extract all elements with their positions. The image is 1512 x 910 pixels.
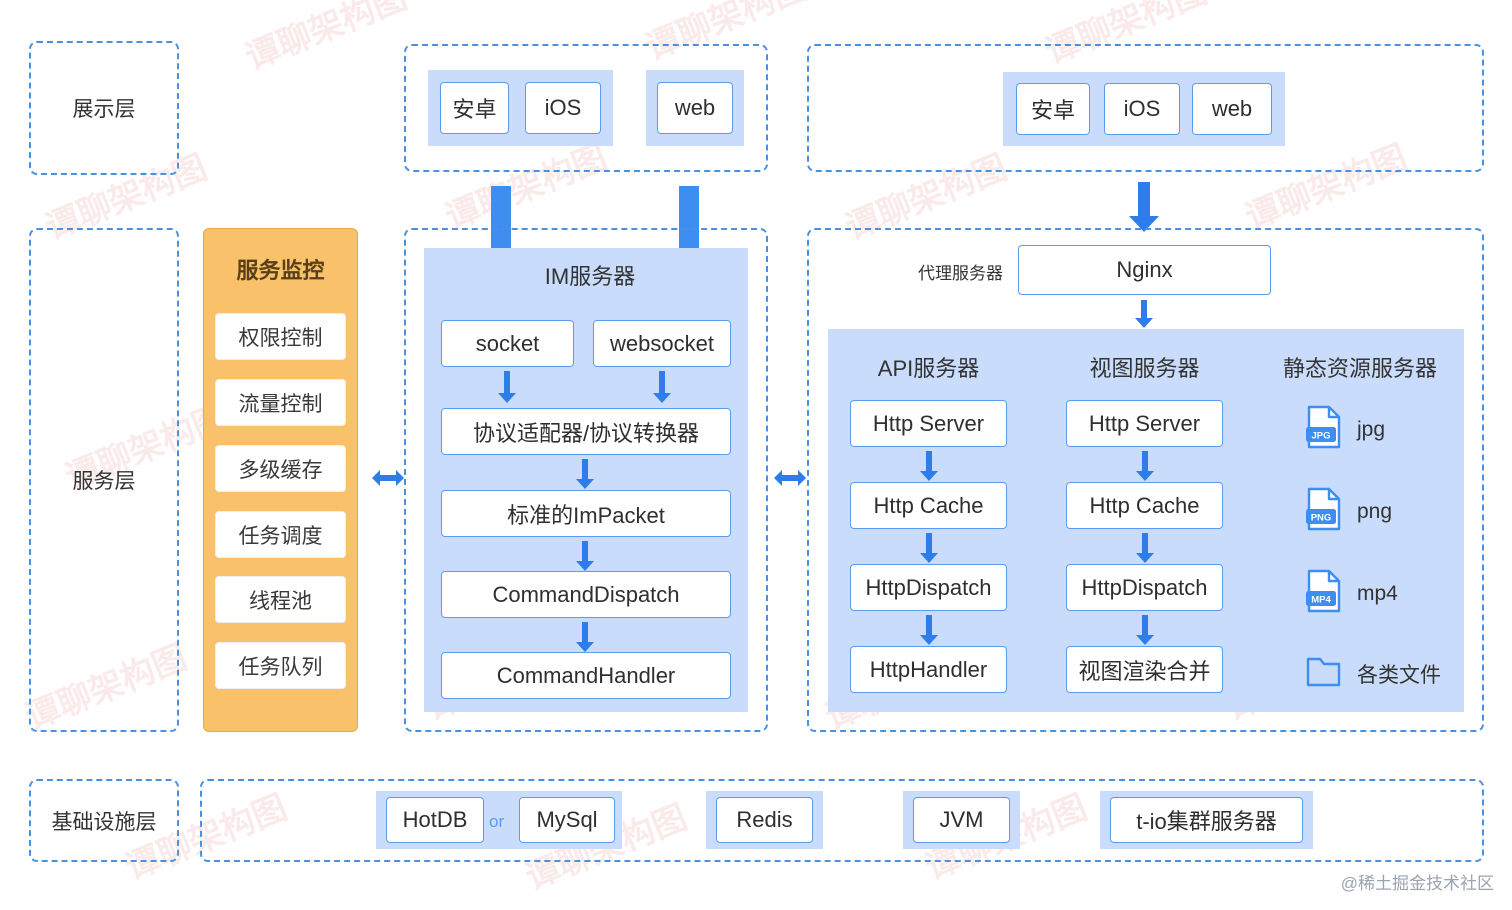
arrow-api-dispatch-to-handler <box>920 615 938 645</box>
im-server-title: IM服务器 <box>544 264 636 289</box>
static-file-folder[interactable]: 各类文件 <box>1305 651 1441 696</box>
arrow-impacket-to-dispatch <box>576 541 594 571</box>
arrow-view-server-to-cache <box>1136 451 1154 481</box>
arrow-adapter-to-impacket <box>576 459 594 489</box>
arrow-websocket-to-adapter <box>653 371 671 403</box>
infrastructure-layer-label: 基础设施层 <box>51 810 157 834</box>
db-or-label: or <box>489 812 505 831</box>
infra-jvm[interactable]: JVM <box>913 797 1010 843</box>
im-entry-websocket[interactable]: websocket <box>593 320 731 367</box>
client-android-right[interactable]: 安卓 <box>1016 83 1090 135</box>
proxy-server-label: 代理服务器 <box>918 263 1003 283</box>
arrow-nginx-to-servers <box>1135 300 1153 328</box>
client-ios-left[interactable]: iOS <box>525 82 601 134</box>
service-monitor-title: 服务监控 <box>236 258 325 283</box>
infra-mysql[interactable]: MySql <box>519 797 615 843</box>
view-http-cache[interactable]: Http Cache <box>1066 482 1223 529</box>
api-http-dispatch[interactable]: HttpDispatch <box>850 564 1007 611</box>
left-clients-container <box>404 44 768 172</box>
static-file-png[interactable]: PNG png <box>1305 487 1392 536</box>
watermark: 谭聊架构图 <box>240 0 413 78</box>
svg-text:MP4: MP4 <box>1311 595 1331 606</box>
monitor-item-permission[interactable]: 权限控制 <box>215 313 346 360</box>
infra-redis[interactable]: Redis <box>716 797 813 843</box>
presentation-layer-label-box: 展示层 <box>29 41 179 175</box>
api-server-title: API服务器 <box>877 356 980 381</box>
jpg-file-icon: JPG <box>1305 405 1343 454</box>
view-render-merge[interactable]: 视图渲染合并 <box>1066 646 1223 693</box>
api-http-handler[interactable]: HttpHandler <box>850 646 1007 693</box>
monitor-item-flow-control[interactable]: 流量控制 <box>215 379 346 426</box>
arrow-api-cache-to-dispatch <box>920 533 938 563</box>
monitor-item-multilevel-cache[interactable]: 多级缓存 <box>215 445 346 492</box>
client-ios-right[interactable]: iOS <box>1104 83 1180 135</box>
im-impacket[interactable]: 标准的ImPacket <box>441 490 731 537</box>
credit-watermark: @稀土掘金技术社区 <box>1340 874 1494 893</box>
im-protocol-adapter[interactable]: 协议适配器/协议转换器 <box>441 408 731 455</box>
static-server-title: 静态资源服务器 <box>1282 356 1437 381</box>
arrow-view-dispatch-to-render <box>1136 615 1154 645</box>
bidirectional-arrow-monitor-im <box>371 466 405 490</box>
static-file-folder-label: 各类文件 <box>1357 663 1441 687</box>
static-file-jpg-label: jpg <box>1357 417 1386 441</box>
im-server-container <box>404 228 768 732</box>
im-command-dispatch[interactable]: CommandDispatch <box>441 571 731 618</box>
service-layer-label-box: 服务层 <box>29 228 179 732</box>
api-http-cache[interactable]: Http Cache <box>850 482 1007 529</box>
static-file-jpg[interactable]: JPG jpg <box>1305 405 1385 454</box>
bidirectional-arrow-im-web <box>773 466 807 490</box>
arrow-view-cache-to-dispatch <box>1136 533 1154 563</box>
api-http-server[interactable]: Http Server <box>850 400 1007 447</box>
monitor-item-thread-pool[interactable]: 线程池 <box>215 576 346 623</box>
presentation-layer-label: 展示层 <box>72 98 136 121</box>
static-file-png-label: png <box>1357 499 1393 523</box>
arrow-socket-to-adapter <box>498 371 516 403</box>
view-http-dispatch[interactable]: HttpDispatch <box>1066 564 1223 611</box>
infra-hotdb[interactable]: HotDB <box>386 797 484 843</box>
infrastructure-layer-label-box: 基础设施层 <box>29 779 179 862</box>
right-clients-container <box>807 44 1484 172</box>
arrow-dispatch-to-handler <box>576 622 594 652</box>
nginx-box[interactable]: Nginx <box>1018 245 1271 295</box>
service-layer-label: 服务层 <box>72 470 136 493</box>
static-file-mp4-label: mp4 <box>1357 581 1398 605</box>
svg-text:PNG: PNG <box>1311 513 1332 524</box>
client-android-left[interactable]: 安卓 <box>440 82 509 134</box>
infra-tio-cluster[interactable]: t-io集群服务器 <box>1110 797 1303 843</box>
infrastructure-container <box>200 779 1484 862</box>
arrow-api-server-to-cache <box>920 451 938 481</box>
client-web-left[interactable]: web <box>657 82 733 134</box>
monitor-item-task-schedule[interactable]: 任务调度 <box>215 511 346 558</box>
client-web-right[interactable]: web <box>1192 83 1272 135</box>
folder-icon <box>1305 651 1343 696</box>
im-command-handler[interactable]: CommandHandler <box>441 652 731 699</box>
png-file-icon: PNG <box>1305 487 1343 536</box>
static-file-mp4[interactable]: MP4 mp4 <box>1305 569 1398 618</box>
view-server-title: 视图服务器 <box>1089 356 1200 381</box>
mp4-file-icon: MP4 <box>1305 569 1343 618</box>
monitor-item-task-queue[interactable]: 任务队列 <box>215 642 346 689</box>
view-http-server[interactable]: Http Server <box>1066 400 1223 447</box>
im-entry-socket[interactable]: socket <box>441 320 574 367</box>
web-server-container <box>807 228 1484 732</box>
svg-text:JPG: JPG <box>1311 431 1330 442</box>
arrow-clients-to-nginx <box>1129 182 1159 232</box>
